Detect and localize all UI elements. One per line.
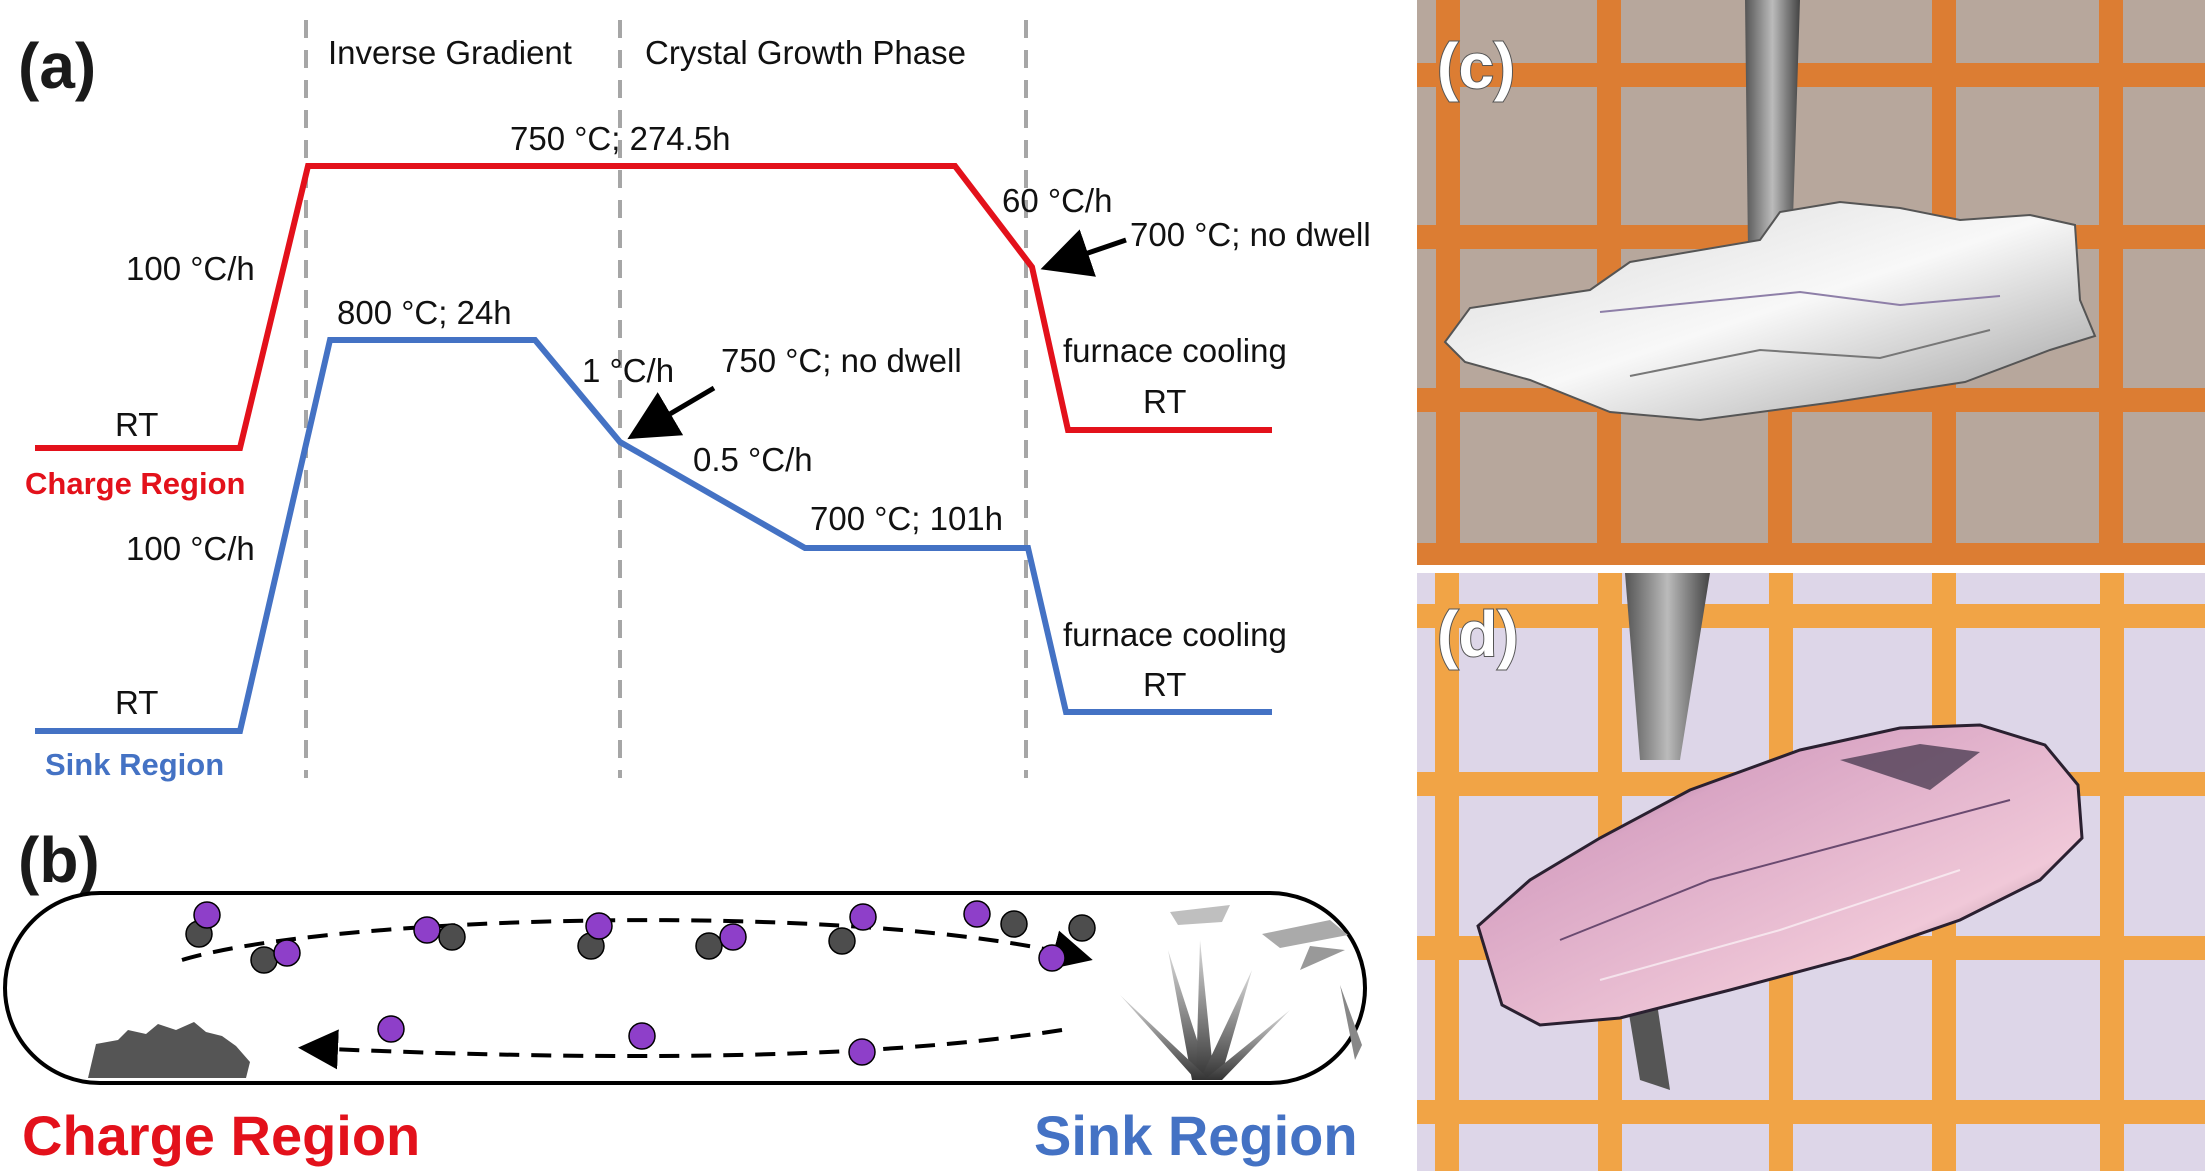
phase-inverse-gradient: Inverse Gradient [328,34,572,71]
sink-ramp-down2: 0.5 °C/h [693,441,813,478]
sink-arrow-note: 750 °C; no dwell [721,342,962,379]
purple-particle [273,939,301,967]
charge-arrow [1040,229,1127,277]
particles [185,900,1096,1066]
purple-particle [1038,944,1066,972]
purple-particle [719,923,747,951]
gray-particle [438,923,466,951]
panel-c-label: (c) [1437,30,1515,102]
panel-d-label: (d) [1437,598,1519,670]
phase-dividers [304,20,1028,778]
purple-particle [963,900,991,928]
purple-particle [849,903,877,931]
panel-a-label: (a) [18,30,96,102]
sink-cooling: furnace cooling [1063,616,1287,653]
purple-particle [585,912,613,940]
charge-arrow-note: 700 °C; no dwell [1130,216,1371,253]
tube-sink-label: Sink Region [1034,1104,1358,1167]
sink-crystals [1120,905,1362,1080]
panel-a: (a) Inverse Gradient Crystal Growth Phas… [18,20,1371,782]
gray-particle [1000,910,1028,938]
panel-d-photo: (d) [1417,573,2205,1171]
charge-ramp-up: 100 °C/h [126,250,255,287]
panel-b: (b) [3,824,1367,1167]
purple-particle [628,1022,656,1050]
charge-region-label: Charge Region [25,466,245,501]
purple-particle [377,1015,405,1043]
panel-c-photo: (c) [1417,0,2205,567]
tube-charge-label: Charge Region [22,1104,420,1167]
transport-arrow-bottom [298,1028,1063,1070]
charge-profile-line [35,163,1272,451]
sink-ramp-down1: 1 °C/h [582,352,674,389]
sink-region-label: Sink Region [45,747,224,782]
sink-profile-line [35,337,1272,734]
charge-ramp-down: 60 °C/h [1002,182,1112,219]
gray-particle [695,932,723,960]
purple-particle [193,901,221,929]
sink-plateau2: 700 °C; 101h [810,500,1003,537]
phase-crystal-growth: Crystal Growth Phase [645,34,966,71]
charge-rt-end: RT [1143,383,1186,420]
gray-particle [828,927,856,955]
sink-plateau: 800 °C; 24h [337,294,512,331]
gray-particle [250,946,278,974]
charge-rt-start: RT [115,406,158,443]
sink-rt-start: RT [115,684,158,721]
charge-cooling: furnace cooling [1063,332,1287,369]
charge-plateau: 750 °C; 274.5h [510,120,731,157]
purple-particle [413,916,441,944]
charge-material [88,1022,250,1078]
gray-particle [1068,914,1096,942]
purple-particle [848,1038,876,1066]
sink-arrow [627,385,716,440]
sink-rt-end: RT [1143,666,1186,703]
panel-b-label: (b) [18,824,100,896]
sink-ramp-up: 100 °C/h [126,530,255,567]
